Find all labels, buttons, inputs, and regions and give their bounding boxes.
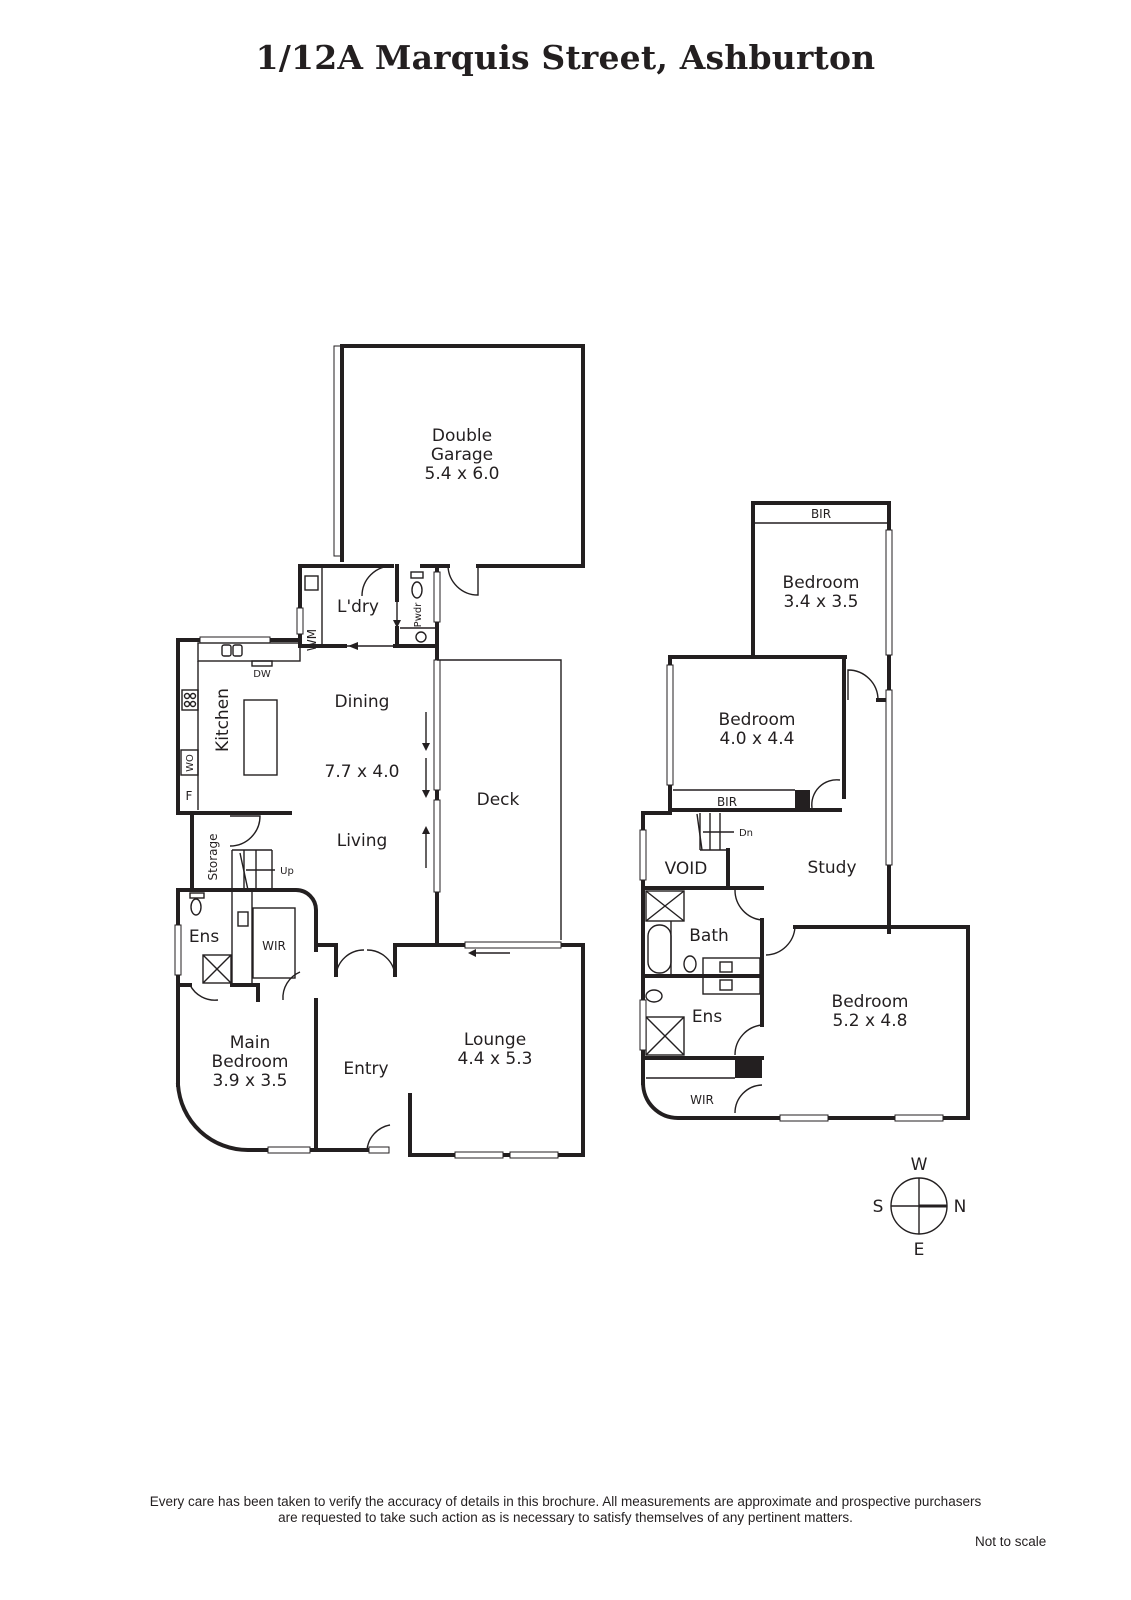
ensuite-label: Ens [189,927,220,947]
void-label: VOID [665,859,708,879]
disclaimer: Every care has been taken to verify the … [0,1494,1131,1526]
kitchen-label: Kitchen [213,688,233,752]
main-bedroom-label-1: Main [230,1033,271,1053]
disclaimer-line-2: are requested to take such action as is … [278,1510,853,1525]
scale-note: Not to scale [975,1534,1047,1549]
compass-bottom-label: E [914,1240,925,1260]
bath-label: Bath [689,926,729,946]
stairs-down-label: Dn [739,828,753,839]
room-bedroom-2: Bedroom 4.0 x 4.4 BIR [666,655,846,812]
dining-label: Dining [335,692,390,712]
room-entry: Entry [314,941,585,1157]
garage-label-1: Double [432,426,492,446]
room-ensuite-upper: Ens [639,975,764,1079]
garage-dims: 5.4 x 6.0 [425,464,500,484]
room-study: Study [765,689,970,956]
disclaimer-line-1: Every care has been taken to verify the … [149,1494,982,1509]
main-bedroom-dims: 3.9 x 3.5 [213,1071,288,1091]
dining-living-dims: 7.7 x 4.0 [325,762,400,782]
entry-label: Entry [343,1059,388,1079]
room-storage: Up Storage [190,811,294,892]
room-wir-upper: WIR [640,1080,764,1120]
garage-label-2: Garage [431,445,493,465]
room-laundry: WM L'dry Pwdr [296,564,441,652]
room-lounge: Lounge 4.4 x 5.3 [408,943,585,1159]
lounge-label: Lounge [464,1030,526,1050]
ensuite-upper-label: Ens [692,1007,723,1027]
deck: Deck [437,659,562,940]
page-title: 1/12A Marquis Street, Ashburton [255,38,876,77]
wir-label: WIR [262,939,286,953]
bedroom-3-label: Bedroom [832,992,909,1012]
bedroom-1-bir-label: BIR [811,507,831,521]
bedroom-1-label: Bedroom [783,573,860,593]
dw-label: DW [253,669,271,680]
room-bath: Bath [641,889,764,1027]
room-double-garage: Double Garage 5.4 x 6.0 [298,344,585,597]
bedroom-1-dims: 3.4 x 3.5 [784,592,859,612]
room-main-bedroom: Ens WIR Main Bedroom 3.9 x 3.5 [174,888,318,1154]
deck-label: Deck [477,790,520,810]
stairs-up-label: Up [280,866,294,877]
room-void: Dn VOID [639,811,764,1085]
room-dining-living: DW WO F Kitchen Dining 7.7 x 4.0 Living [176,636,441,947]
compass-left-label: S [873,1197,884,1217]
compass-top-label: W [911,1155,928,1175]
storage-label: Storage [206,834,220,881]
bedroom-2-label: Bedroom [719,710,796,730]
bedroom-2-bir-label: BIR [717,795,737,809]
main-bedroom-label-2: Bedroom [212,1052,289,1072]
ground-floor: Double Garage 5.4 x 6.0 WM L'dry Pwdr [174,344,585,1159]
room-bedroom-3: Bedroom 5.2 x 4.8 [760,925,970,1122]
laundry-label: L'dry [337,597,379,617]
lounge-dims: 4.4 x 5.3 [458,1049,533,1069]
living-label: Living [337,831,388,851]
bedroom-2-dims: 4.0 x 4.4 [720,729,795,749]
powder-label: Pwdr [413,602,424,628]
compass-icon: W S N E [873,1155,967,1260]
first-floor: BIR Bedroom 3.4 x 3.5 Bedroom 4.0 x 4.4 … [639,501,970,1122]
fridge-label: F [186,789,193,803]
wall-oven-label: WO [185,754,196,772]
bedroom-3-dims: 5.2 x 4.8 [833,1011,908,1031]
study-label: Study [807,858,856,878]
compass-right-label: N [954,1197,967,1217]
wir-upper-label: WIR [690,1093,714,1107]
